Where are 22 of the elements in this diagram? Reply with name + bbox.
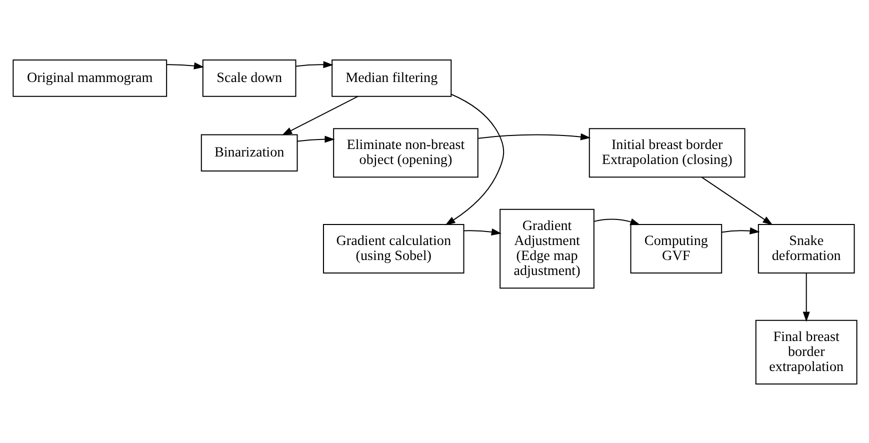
arrow: [477, 132, 590, 140]
node-box: Binarization: [200, 134, 298, 172]
node-box: Gradient calculation (using Sobel): [322, 224, 464, 273]
arrow: [464, 228, 502, 235]
arrow: [593, 218, 640, 225]
node-box: Snake deformation: [757, 224, 854, 273]
node-box: Gradient Adjustment (Edge map adjustment): [499, 208, 594, 288]
arrow: [281, 95, 358, 135]
arrow: [295, 60, 333, 68]
arrow: [296, 135, 334, 142]
node-box: Eliminate non-breast object (opening): [332, 128, 478, 178]
node-box: Initial breast border Extrapolation (closing): [588, 128, 745, 178]
arrow: [444, 93, 504, 225]
node-box: Original mammogram: [12, 59, 167, 96]
node-box: Computing GVF: [630, 224, 722, 273]
arrow: [701, 176, 772, 225]
node-box: Final breast border extrapolation: [754, 319, 857, 384]
node-box: Median filtering: [331, 59, 452, 96]
arrow: [802, 272, 810, 322]
node-box: Scale down: [202, 59, 296, 96]
arrow: [721, 226, 760, 234]
arrow: [166, 62, 204, 69]
